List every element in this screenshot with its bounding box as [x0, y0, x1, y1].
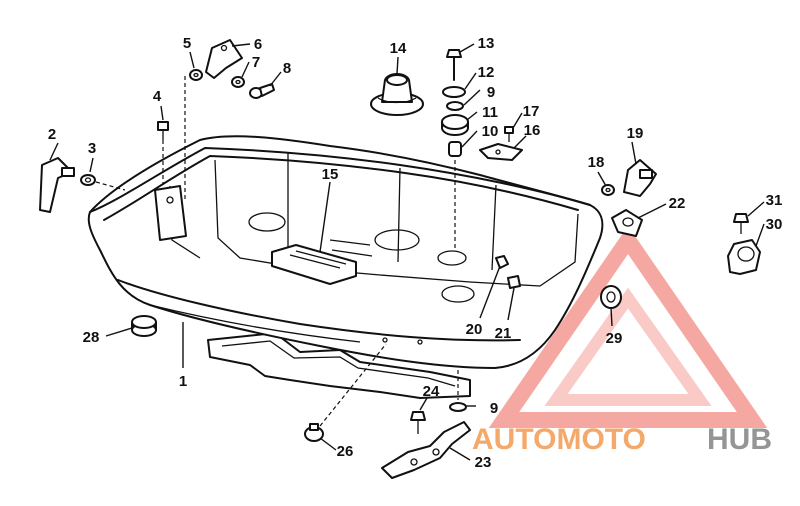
watermark-logo: AUTOMOTO HUB	[472, 423, 772, 456]
part-7-washer	[231, 76, 245, 88]
part-23-mount-bracket	[381, 421, 471, 479]
part-10-sleeve	[448, 141, 462, 157]
part-label-16: 16	[524, 122, 541, 139]
part-label-6: 6	[254, 36, 262, 53]
part-3-washer	[80, 174, 96, 186]
part-6-latch-plate	[205, 39, 243, 79]
part-label-7: 7	[252, 54, 260, 71]
part-22-clip	[611, 209, 643, 237]
part-label-10: 10	[482, 123, 499, 140]
part-label-15: 15	[322, 166, 339, 183]
part-28-rubber-foot	[131, 315, 157, 337]
part-21-screw	[507, 275, 521, 289]
part-26-plug	[304, 423, 324, 442]
part-label-24: 24	[423, 383, 440, 400]
part-2-lever	[39, 157, 75, 213]
part-label-13: 13	[478, 35, 495, 52]
part-label-26: 26	[337, 443, 354, 460]
part-label-9b: 9	[490, 400, 498, 417]
part-13-bolt	[446, 49, 462, 81]
part-label-22: 22	[669, 195, 686, 212]
part-label-23: 23	[475, 454, 492, 471]
part-16-bracket	[479, 143, 523, 161]
axis-line-3	[95, 181, 126, 191]
part-label-17: 17	[523, 103, 540, 120]
part-label-20: 20	[466, 321, 483, 338]
part-31-screw	[733, 213, 749, 234]
part-label-5: 5	[183, 35, 191, 52]
part-20-nut	[495, 255, 509, 269]
part-17-screw	[504, 126, 514, 142]
part-label-21: 21	[495, 325, 512, 342]
part-label-8: 8	[283, 60, 291, 77]
watermark-text-automoto: AUTOMOTO	[472, 423, 646, 456]
part-label-12: 12	[478, 64, 495, 81]
part-19-latch	[623, 159, 657, 197]
part-9-washer-top	[446, 101, 464, 111]
axis-line-26	[319, 343, 387, 427]
cowl-seal	[207, 332, 471, 399]
part-label-19: 19	[627, 125, 644, 142]
part-label-11: 11	[482, 104, 498, 121]
part-5-washer	[189, 69, 203, 81]
part-label-28: 28	[83, 329, 100, 346]
watermark-text-hub: HUB	[707, 423, 772, 456]
part-29-grommet	[600, 285, 622, 309]
part-30-clamp	[727, 239, 761, 275]
part-label-4: 4	[153, 88, 162, 105]
leader-lines	[49, 43, 765, 461]
part-24-screw	[410, 411, 426, 434]
part-label-9a: 9	[487, 84, 495, 101]
part-11-grommet	[441, 114, 469, 136]
part-label-2: 2	[48, 126, 56, 143]
left-latch-bracket	[154, 185, 187, 241]
part-4-screw	[157, 121, 169, 140]
part-label-29: 29	[606, 330, 623, 347]
part-15-seal-plate	[271, 244, 357, 285]
part-label-18: 18	[588, 154, 605, 171]
part-label-30: 30	[766, 216, 783, 233]
lower-motor-cover	[87, 135, 604, 369]
part-12-washer	[442, 86, 466, 98]
part-label-14: 14	[390, 40, 407, 57]
part-label-3: 3	[88, 140, 96, 157]
part-14-rubber-boot	[370, 73, 424, 116]
part-18-washer	[601, 184, 615, 196]
part-label-31: 31	[766, 192, 783, 209]
watermark-triangle	[488, 225, 768, 428]
part-8-pin	[249, 83, 275, 99]
part-9-washer-bottom	[449, 402, 467, 412]
part-label-1: 1	[179, 373, 187, 390]
